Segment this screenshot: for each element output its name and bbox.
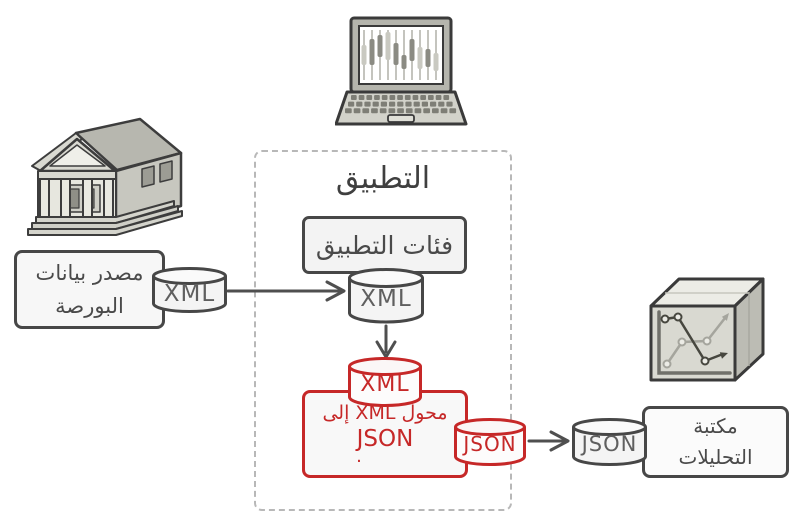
analytics-json-cylinder: JSON <box>571 417 648 467</box>
analytics-library-box: مكتبة التحليلات <box>642 406 789 478</box>
converter-text-line3: . <box>356 446 362 467</box>
stock-data-source-box: مصدر بيانات البورصة <box>14 250 165 329</box>
application-title: التطبيق <box>335 161 431 196</box>
arrow-json-to-analytics <box>527 430 570 452</box>
application-boundary <box>254 150 512 511</box>
candlestick-bars <box>361 30 439 80</box>
converter-xml-label: XML <box>360 372 410 397</box>
converter-json-cylinder: JSON <box>453 417 527 467</box>
keyboard-keys <box>345 95 457 114</box>
source-xml-cylinder: XML <box>151 266 228 314</box>
analytics-label-line1: مكتبة <box>693 414 738 438</box>
converter-json-label: JSON <box>463 432 517 456</box>
application-classes-label: فئات التطبيق <box>315 230 454 260</box>
chart-line-light <box>662 313 729 369</box>
xml-to-json-converter-box: محول XML إلى JSON . <box>302 390 468 478</box>
application-classes-box: فئات التطبيق <box>302 216 467 274</box>
app-xml-label: XML <box>360 286 412 312</box>
app-xml-cylinder: XML <box>347 267 425 325</box>
laptop-candlestick-chart-icon <box>335 16 468 126</box>
analytics-label-line2: التحليلات <box>678 445 753 469</box>
converter-text-line2: JSON <box>356 426 414 452</box>
converter-text-line1: محول XML إلى <box>322 402 448 424</box>
chart-line-dark <box>660 312 728 366</box>
analytics-cube-icon <box>649 277 765 382</box>
bank-building-icon <box>27 117 183 236</box>
source-xml-label: XML <box>163 281 216 307</box>
chart-axes <box>657 310 732 375</box>
source-label-line1: مصدر بيانات <box>35 260 144 285</box>
converter-xml-cylinder: XML <box>347 356 423 408</box>
source-label-line2: البورصة <box>55 293 124 318</box>
analytics-json-label: JSON <box>581 432 638 456</box>
